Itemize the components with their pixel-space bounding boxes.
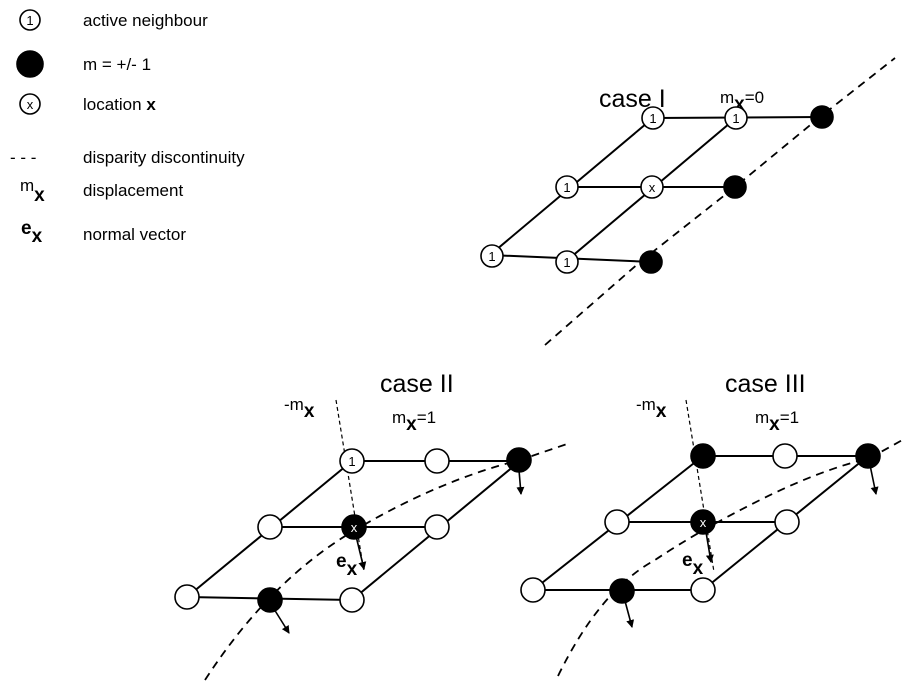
case-2-m-value: =1 xyxy=(417,408,436,427)
case-2-neg-m-sub: x xyxy=(304,401,315,422)
node-label: 1 xyxy=(649,111,656,126)
legend-displacement-x: x xyxy=(34,185,45,206)
case-3-node-open xyxy=(774,509,800,535)
node-label: x xyxy=(649,180,656,195)
legend-normal-e: e xyxy=(21,218,32,239)
node-label: 1 xyxy=(563,255,570,270)
case-3-normal-arrow xyxy=(869,464,879,495)
case-3-node-open xyxy=(690,577,716,603)
legend-location-symbol: x xyxy=(19,93,41,115)
case-3-neg-m-label: -mx xyxy=(636,395,667,422)
case-3-m-value: =1 xyxy=(780,408,799,427)
case-3-node-open xyxy=(520,577,546,603)
legend-active-neighbour-glyph: 1 xyxy=(26,13,33,28)
case-3-title: case III xyxy=(725,370,806,398)
legend-m-pm1-label: m = +/- 1 xyxy=(83,55,151,74)
case-2-discontinuity-curve xyxy=(204,443,568,681)
case-2-e-label: ex xyxy=(336,551,358,580)
case-2-displacement-axis xyxy=(335,399,365,573)
case-3-node-location: x xyxy=(690,509,716,535)
legend-active-neighbour-symbol: 1 xyxy=(19,9,41,31)
legend-disparity-label: disparity discontinuity xyxy=(83,148,245,167)
case-3-m: m xyxy=(755,408,769,427)
case-3-e: e xyxy=(682,550,693,571)
case-3-displacement-axis xyxy=(685,399,715,573)
case-2-neg-m: -m xyxy=(284,395,304,414)
case-2-node-open xyxy=(174,584,200,610)
legend-location-text: location xyxy=(83,95,146,114)
case-1-node-filled xyxy=(810,105,834,129)
legend-filled-node-symbol xyxy=(16,50,44,78)
case-3-node-open xyxy=(772,443,798,469)
case-1-m: m xyxy=(720,88,734,107)
case-1-diagram: case I mx=0 1 1 1 x 1 1 xyxy=(480,57,896,346)
legend-location-label: location x xyxy=(83,95,156,114)
case-2-node-open xyxy=(339,587,365,613)
legend-displacement-label: displacement xyxy=(83,181,183,200)
case-3-neg-m-sub: x xyxy=(656,401,667,422)
case-3-neg-m: -m xyxy=(636,395,656,414)
legend-active-neighbour-label: active neighbour xyxy=(83,11,208,30)
node-label: 1 xyxy=(563,180,570,195)
legend-dash-symbol: - - - xyxy=(10,148,36,167)
case-3-node-filled xyxy=(690,443,716,469)
case-1-node-active: 1 xyxy=(480,244,504,268)
case-1-m-sub: x xyxy=(734,94,745,115)
case-2-normal-arrow xyxy=(355,535,367,570)
case-1-discontinuity-line xyxy=(544,57,896,346)
case-2-neg-m-label: -mx xyxy=(284,395,315,422)
case-3-e-sub: x xyxy=(693,558,704,579)
case-3-normal-arrow xyxy=(705,531,714,563)
legend-displacement-symbol: mx xyxy=(20,176,45,206)
case-2-m: m xyxy=(392,408,406,427)
case-2-e-sub: x xyxy=(347,559,358,580)
legend-normal-label: normal vector xyxy=(83,225,186,244)
node-label: 1 xyxy=(488,249,495,264)
case-3-node-open xyxy=(604,509,630,535)
case-1-m-value: =0 xyxy=(745,88,764,107)
case-3-normal-arrow xyxy=(624,600,635,628)
case-3-node-filled xyxy=(855,443,881,469)
case-2-node-open xyxy=(424,448,450,474)
case-2-m-sub: x xyxy=(406,414,417,435)
legend-location-bold: x xyxy=(146,95,156,114)
case-2-diagram: case II -mx mx=1 1 x ex xyxy=(174,370,568,681)
legend: 1 active neighbour m = +/- 1 x location … xyxy=(10,9,245,247)
case-2-normal-arrow xyxy=(273,608,290,634)
legend-normal-x: x xyxy=(32,226,43,247)
case-2-title: case II xyxy=(380,370,454,398)
node-label: x xyxy=(351,520,358,535)
case-3-m-label: mx=1 xyxy=(755,408,799,435)
case-1-m-label: mx=0 xyxy=(720,88,764,115)
case-1-node-location: x xyxy=(640,175,664,199)
case-2-node-open xyxy=(257,514,283,540)
case-3-e-label: ex xyxy=(682,550,704,579)
case-2-node-active: 1 xyxy=(339,448,365,474)
case-3-diagram: case III -mx mx=1 x ex xyxy=(520,370,906,677)
case-1-node-active: 1 xyxy=(724,106,748,130)
case-2-node-filled xyxy=(506,447,532,473)
case-1-node-active: 1 xyxy=(555,175,579,199)
node-label: x xyxy=(700,515,707,530)
case-1-node-filled xyxy=(639,250,663,274)
case-2-normal-arrow xyxy=(516,469,525,495)
case-2-node-filled xyxy=(257,587,283,613)
case-3-m-sub: x xyxy=(769,414,780,435)
node-label: 1 xyxy=(348,454,355,469)
case-2-e: e xyxy=(336,551,347,572)
case-2-m-label: mx=1 xyxy=(392,408,436,435)
case-2-node-open xyxy=(424,514,450,540)
legend-displacement-m: m xyxy=(20,176,34,195)
case-1-node-active: 1 xyxy=(555,250,579,274)
case-1-node-filled xyxy=(723,175,747,199)
case-3-discontinuity-curve xyxy=(557,437,906,677)
case-1-node-active: 1 xyxy=(641,106,665,130)
case-3-node-filled xyxy=(609,578,635,604)
legend-normal-symbol: ex xyxy=(21,218,43,247)
legend-location-glyph: x xyxy=(27,97,34,112)
case-2-node-location: x xyxy=(341,514,367,540)
node-label: 1 xyxy=(732,111,739,126)
